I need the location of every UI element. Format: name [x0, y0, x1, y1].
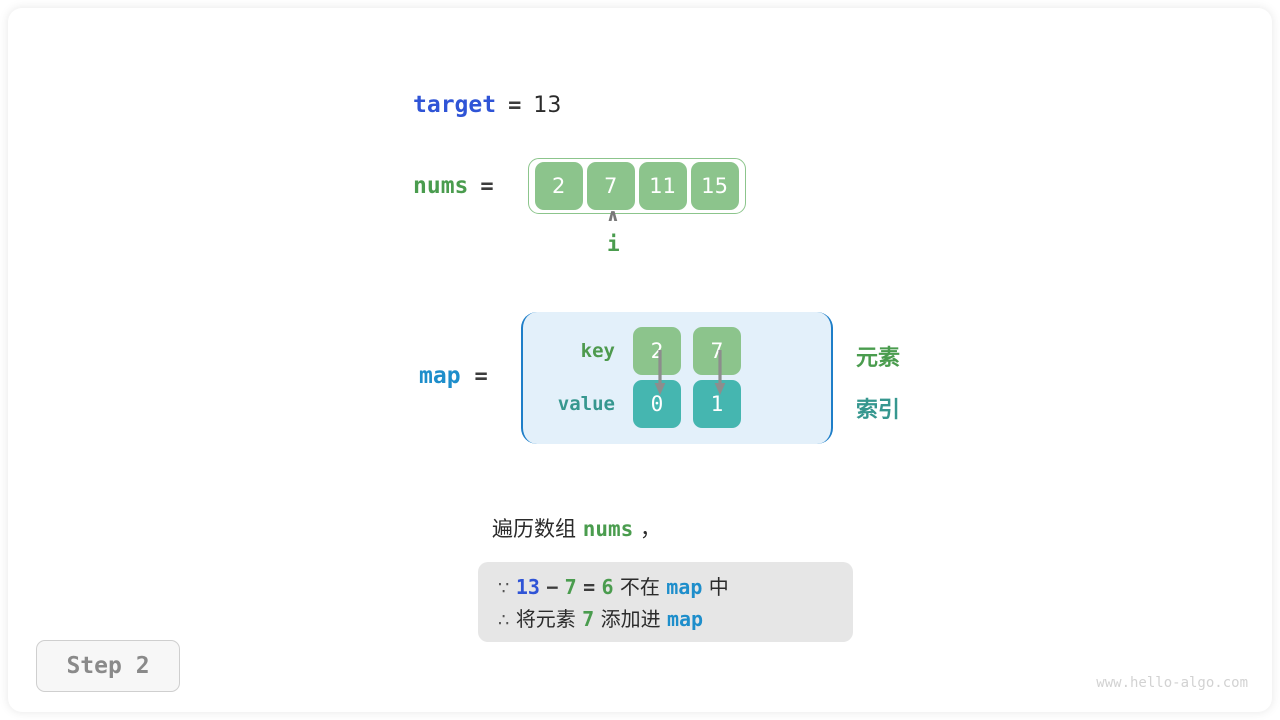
- note-box: ∵ 13 − 7 = 6 不在 map 中 ∴ 将元素 7 添加进 map: [478, 562, 853, 642]
- note-line2-map: map: [666, 607, 704, 631]
- pointer-label-i: i: [607, 232, 620, 256]
- map-value-cell-0: 0: [633, 380, 681, 428]
- note-line1-end-text: 中: [708, 575, 729, 599]
- map-key-cell-1: 7: [693, 327, 741, 375]
- note-line2-start-text: 将元素: [515, 607, 576, 631]
- annotation-index: 索引: [856, 398, 901, 423]
- traverse-prefix-text: 遍历数组: [492, 517, 576, 541]
- traverse-suffix-text: ，: [639, 517, 661, 541]
- nums-equals-sign: =: [480, 173, 494, 199]
- map-key-cells: 2 7: [633, 327, 741, 375]
- map-value-label: value: [557, 393, 615, 415]
- nums-cell-3: 15: [690, 162, 739, 210]
- nums-variable-name: nums: [413, 173, 469, 199]
- nums-cell-2: 11: [638, 162, 687, 210]
- note-line-2: ∴ 将元素 7 添加进 map: [498, 604, 833, 636]
- note-line1-equals: =: [583, 575, 596, 599]
- nums-declaration: nums = 2 7 11 15: [413, 158, 746, 214]
- note-line2-mid-text: 添加进: [600, 607, 661, 631]
- traverse-description: 遍历数组 nums ，: [492, 513, 661, 543]
- map-key-cell-0: 2: [633, 327, 681, 375]
- because-symbol-icon: ∵: [498, 578, 510, 599]
- watermark-url: www.hello-algo.com: [1096, 675, 1248, 691]
- map-equals-sign: =: [474, 364, 488, 389]
- map-value-row: value 0 1: [523, 380, 831, 428]
- nums-array-container: 2 7 11 15: [527, 158, 746, 214]
- note-line1-target-value: 13: [515, 575, 540, 599]
- pointer-caret-icon: ∧: [606, 206, 620, 226]
- therefore-symbol-icon: ∴: [498, 610, 510, 631]
- map-container: key 2 7 value 0 1: [521, 312, 833, 444]
- nums-cell-1: 7: [586, 162, 635, 210]
- map-value-cell-1: 1: [693, 380, 741, 428]
- map-key-row: key 2 7: [523, 327, 831, 375]
- target-declaration: target = 13: [413, 92, 561, 118]
- note-line1-map: map: [666, 575, 703, 599]
- map-declaration: map =: [419, 363, 488, 389]
- note-line1-current-value: 7: [564, 575, 577, 599]
- note-line2-value: 7: [582, 607, 595, 631]
- map-variable-name: map: [419, 363, 461, 389]
- nums-cell-0: 2: [534, 162, 583, 210]
- traverse-code-nums: nums: [582, 517, 634, 541]
- note-line1-result: 6: [601, 575, 614, 599]
- target-variable-name: target: [413, 92, 497, 118]
- note-line1-mid-text: 不在: [619, 575, 660, 599]
- step-badge-label: Step 2: [66, 653, 150, 679]
- map-key-label: key: [580, 340, 615, 362]
- note-line-1: ∵ 13 − 7 = 6 不在 map 中: [498, 572, 833, 604]
- annotation-element: 元素: [856, 346, 901, 371]
- note-line1-minus: −: [546, 575, 559, 599]
- map-value-cells: 0 1: [633, 380, 741, 428]
- target-value: 13: [533, 93, 562, 118]
- target-equals-sign: =: [508, 93, 522, 118]
- step-badge: Step 2: [36, 640, 180, 692]
